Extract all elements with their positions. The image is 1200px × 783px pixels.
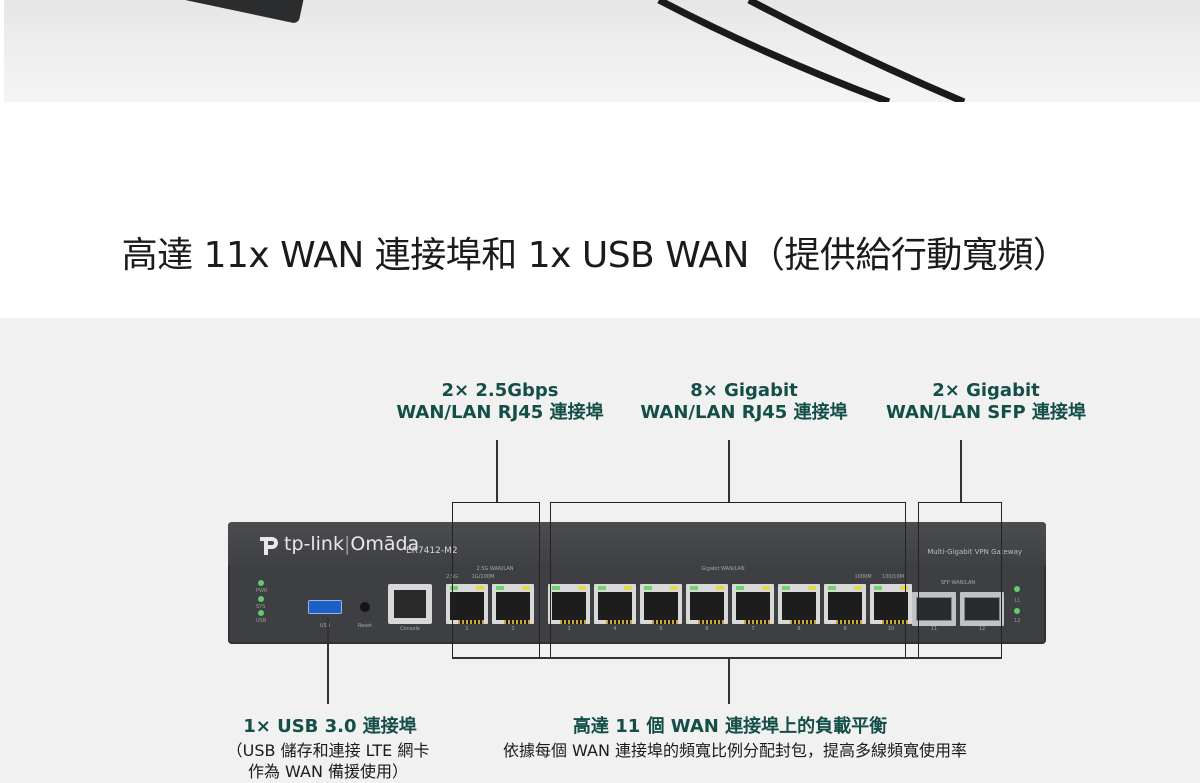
port-number-6: 6 [705, 626, 709, 632]
callout-usb-line1: （USB 儲存和連接 LTE 網卡 [226, 741, 430, 760]
connector-line-usb [327, 618, 329, 704]
connector-line-balance [728, 658, 730, 704]
connector-line-sfp [960, 440, 962, 502]
port-number-10: 10 [887, 626, 895, 632]
highlight-box-sfp [918, 502, 1002, 658]
sys-led [258, 596, 264, 602]
highlight-box-2-5g [452, 502, 540, 658]
hero-cables [657, 0, 966, 102]
highlight-box-gigabit [550, 502, 906, 658]
usb-port [308, 600, 342, 614]
brand-name: tp-link [284, 533, 344, 555]
rj45-port-7 [732, 584, 774, 624]
rj45-port-8 [778, 584, 820, 624]
port-number-12: 12 [978, 626, 986, 632]
rj45-port-6 [686, 584, 728, 624]
port-number-5: 5 [659, 626, 663, 632]
side-number-11: 11 [1014, 598, 1021, 604]
tp-link-logo-icon [260, 537, 278, 555]
group-label-sfp: SFP WAN/LAN [940, 580, 976, 586]
callout-gigabit-sfp: 2× Gigabit WAN/LAN SFP 連接埠 [876, 380, 1096, 424]
rj45-port-1 [446, 584, 488, 624]
rj45-port-2 [492, 584, 534, 624]
callout-usb-line2: 作為 WAN 備援使用） [247, 762, 409, 781]
callout-balance-title: 高達 11 個 WAN 連接埠上的負載平衡 [572, 716, 888, 737]
reset-button [360, 602, 370, 612]
sfp-port-12 [960, 592, 1004, 626]
usb-led-label: USB [256, 618, 267, 624]
router-top-band [228, 522, 1046, 566]
callout-gig-line1: 8× Gigabit [690, 380, 798, 401]
port-number-7: 7 [751, 626, 755, 632]
router-front-panel: tp-link|Omāda ER7412-M2 Multi-Gigabit VP… [228, 522, 1046, 644]
pwr-led [258, 580, 264, 586]
callout-2-5g-line1: 2× 2.5Gbps [441, 380, 559, 401]
series-name: Omāda [350, 533, 420, 555]
rj45-port-5 [640, 584, 682, 624]
port-number-1: 1 [465, 626, 469, 632]
callout-2-5g-line2: WAN/LAN RJ45 連接埠 [396, 402, 604, 423]
callout-usb-title: 1× USB 3.0 連接埠 [243, 716, 417, 737]
speed-label-2-5g: 2.5G [446, 574, 458, 580]
sfp-led-11 [1014, 586, 1020, 592]
speed-label-1g: 1G/100M [471, 574, 495, 580]
callout-sfp-line1: 2× Gigabit [932, 380, 1040, 401]
callout-2-5g-rj45: 2× 2.5Gbps WAN/LAN RJ45 連接埠 [380, 380, 620, 424]
console-label: Console [400, 626, 420, 632]
balance-group-baseline [452, 657, 1002, 659]
model-label: ER7412-M2 [406, 546, 458, 556]
side-number-12: 12 [1014, 618, 1021, 624]
page-headline: 高達 11x WAN 連接埠和 1x USB WAN（提供給行動寬頻） [121, 235, 1069, 276]
speed-label-1000m: 1000M [854, 574, 872, 580]
usb-port-label: USB [319, 623, 331, 629]
callout-gigabit-rj45: 8× Gigabit WAN/LAN RJ45 連接埠 [626, 380, 862, 424]
pwr-led-label: PWR [256, 588, 268, 594]
connector-line-gig [728, 440, 730, 502]
hero-product-photo [4, 0, 1200, 102]
reset-label: Reset [358, 623, 372, 629]
callout-gig-line2: WAN/LAN RJ45 連接埠 [640, 402, 848, 423]
gateway-type-label: Multi-Gigabit VPN Gateway [927, 548, 1022, 556]
port-number-8: 8 [797, 626, 801, 632]
console-port [388, 584, 432, 624]
sfp-port-11 [912, 592, 956, 626]
connector-line-2-5g [496, 440, 498, 502]
group-label-2-5g: 2.5G WAN/LAN [476, 566, 514, 572]
rj45-port-4 [594, 584, 636, 624]
usb-led [258, 610, 264, 616]
port-number-3: 3 [567, 626, 571, 632]
sys-led-label: SYS [256, 604, 266, 610]
callout-balance-desc: 依據每個 WAN 連接埠的頻寬比例分配封包，提高多線頻寬使用率 [502, 741, 968, 760]
callout-usb-desc: （USB 儲存和連接 LTE 網卡 作為 WAN 備援使用） [196, 740, 460, 782]
rj45-port-9 [824, 584, 866, 624]
callout-sfp-line2: WAN/LAN SFP 連接埠 [885, 402, 1087, 423]
port-number-9: 9 [843, 626, 847, 632]
port-number-11: 11 [930, 626, 938, 632]
sfp-led-12 [1014, 608, 1020, 614]
speed-label-100-10m: 100/10M [882, 574, 904, 580]
port-number-4: 4 [613, 626, 617, 632]
group-label-gigabit: Gigabit WAN/LAN [701, 566, 745, 572]
rj45-port-3 [548, 584, 590, 624]
port-number-2: 2 [511, 626, 515, 632]
